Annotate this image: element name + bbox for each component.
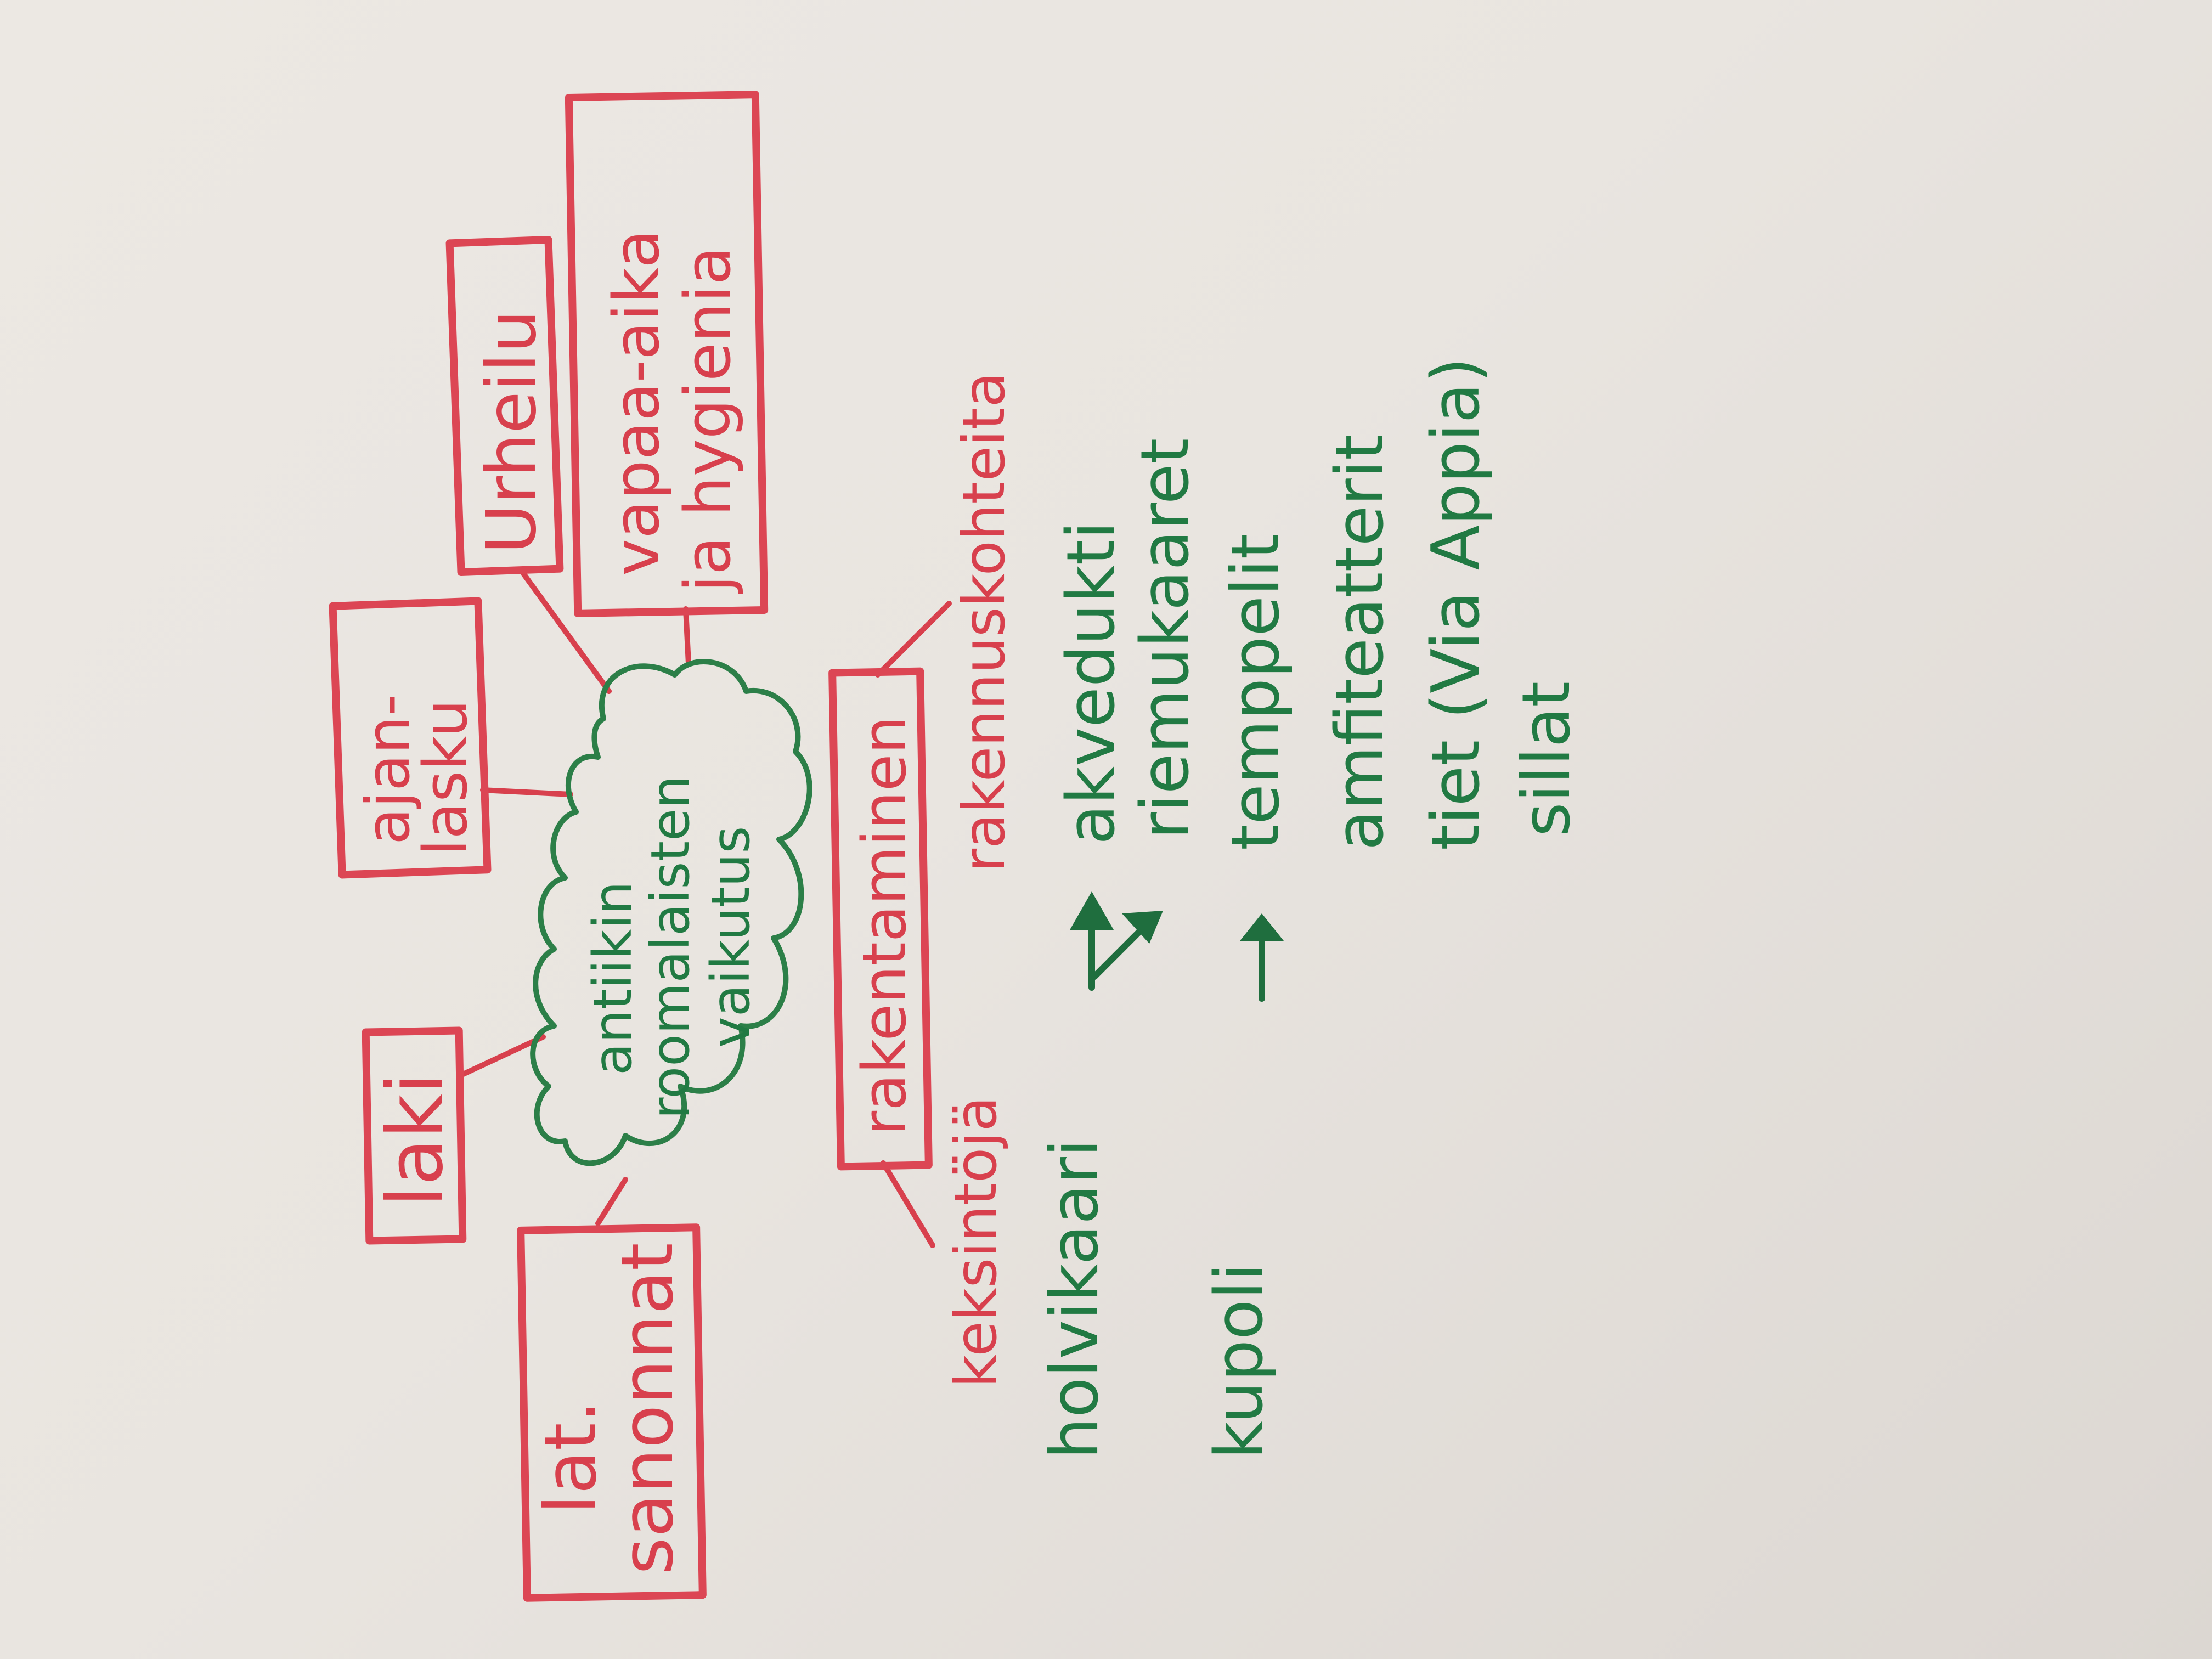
box-urheilu [445,236,564,576]
center-line-2: roomalaisten [640,775,701,1119]
arrow-kupoli [1240,913,1284,1002]
label-rakentaminen: rakentaminen [849,716,919,1136]
branch-labels: lat. sanonnat laki ajan- lasku Urheilu v… [353,230,919,1575]
arrows [1070,891,1284,1002]
line-laki [458,1034,546,1078]
box-rakentaminen [828,667,933,1171]
label-ajan: ajan- [353,694,423,845]
label-lasku: lasku [410,699,481,856]
line-rakennuskohteita [875,601,952,678]
item-riemukaaret: riemukaaret [1127,438,1204,839]
box-laki [362,1026,467,1245]
item-akvedukti: akvedukti [1053,521,1130,845]
label-sanonnat: sanonnat [606,1243,689,1575]
label-vapaa-aika: vapaa-aika [600,230,674,576]
center-text: antiikin roomalaisten vaikutus [582,775,761,1119]
item-sillat: sillat [1509,681,1585,837]
line-keksintoja [881,1160,935,1248]
branch-boxes [329,91,933,1602]
label-keksintoja: keksintöjä [943,1096,1009,1388]
line-vapaa-aika [683,606,691,667]
label-rakennuskohteita: rakennuskohteita [951,372,1018,872]
sub-labels: keksintöjä rakennuskohteita [943,372,1018,1388]
line-ajanlasku [480,787,573,797]
keksinnot-list: holvikaari kupoli [1037,1139,1278,1459]
box-vapaa-aika [565,91,769,617]
box-ajanlasku [329,597,492,879]
center-line-1: antiikin [582,881,644,1075]
label-ja-hygienia: ja hygienia [672,246,745,594]
connector-lines [458,568,952,1248]
line-lat-sanonnat [595,1177,628,1226]
center-line-3: vaikutus [700,826,761,1048]
item-holvikaari: holvikaari [1037,1139,1113,1459]
label-urheilu: Urheilu [472,310,551,555]
box-lat-sanonnat [517,1223,707,1602]
label-lat: lat. [529,1400,612,1514]
item-kupoli: kupoli [1201,1263,1278,1459]
item-tiet-via-appia: tiet (Via Appia) [1418,357,1494,850]
line-urheilu [518,568,612,694]
item-temppelit: temppelit [1218,533,1294,850]
label-laki: laki [371,1073,460,1207]
center-cloud [530,659,812,1166]
arrow-holvikaari [1070,891,1114,991]
arrow-riemukaaret [1091,911,1163,980]
kohteet-list: akvedukti riemukaaret temppelit amfiteat… [1053,357,1585,850]
item-amfiteatterit: amfiteatterit [1322,435,1398,850]
